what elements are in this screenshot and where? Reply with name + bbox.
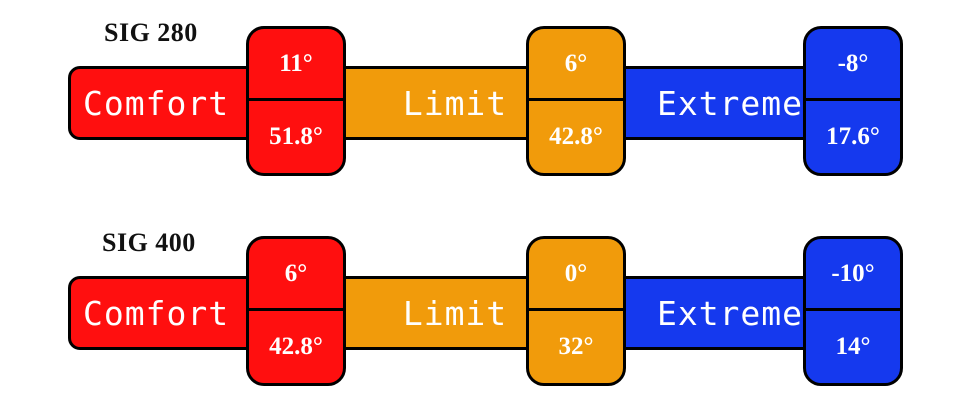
limit-fahrenheit: 42.8° [549,123,603,150]
limit-celsius: 0° [529,239,623,311]
comfort-bar: Comfort [68,276,278,350]
extreme-celsius: -10° [806,239,900,311]
limit-fahrenheit: 32° [558,333,594,360]
comfort-label: Comfort [83,83,230,123]
extreme-label: Extreme [656,83,804,123]
limit-celsius: 6° [529,29,623,101]
comfort-temperature-box: 6° 42.8° [246,236,346,386]
panel-title: SIG 400 [102,228,196,257]
extreme-label: Extreme [656,293,804,333]
comfort-celsius: 11° [249,29,343,101]
limit-label: Limit [402,293,508,333]
limit-temperature-box: 6° 42.8° [526,26,626,176]
limit-label: Limit [402,83,508,123]
comfort-bar: Comfort [68,66,278,140]
temperature-panel-sig-400: SIG 400 Comfort Limit Extreme 6° 42.8° 0… [0,212,960,392]
comfort-celsius: 6° [249,239,343,311]
extreme-celsius: -8° [806,29,900,101]
temperature-panel-sig-280: SIG 280 Comfort Limit Extreme 11° 51.8° … [0,0,960,180]
comfort-label: Comfort [83,293,230,333]
extreme-fahrenheit: 14° [835,333,871,360]
panel-title: SIG 280 [104,18,198,47]
comfort-fahrenheit: 42.8° [269,333,323,360]
extreme-temperature-box: -10° 14° [803,236,903,386]
extreme-temperature-box: -8° 17.6° [803,26,903,176]
extreme-fahrenheit: 17.6° [826,123,880,150]
limit-temperature-box: 0° 32° [526,236,626,386]
comfort-fahrenheit: 51.8° [269,123,323,150]
comfort-temperature-box: 11° 51.8° [246,26,346,176]
